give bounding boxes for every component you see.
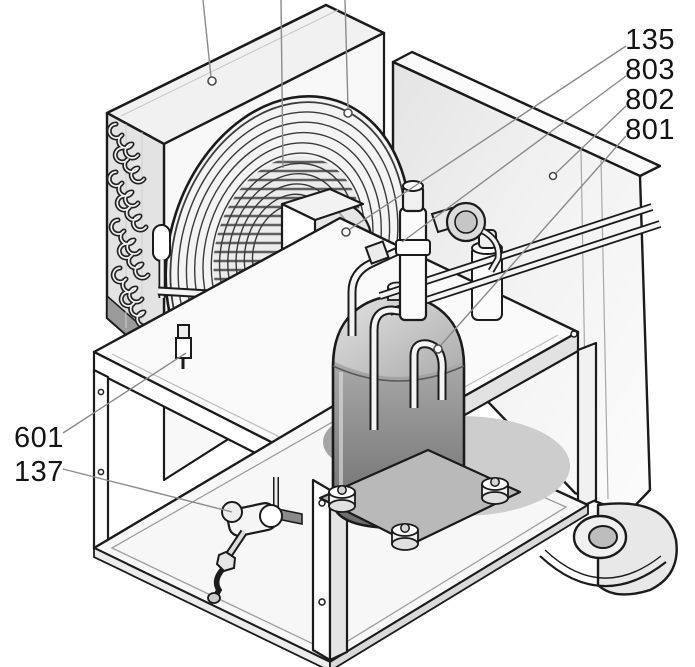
leader-line-top-1 [202, 0, 212, 78]
leader-dot-801 [433, 344, 443, 354]
leader-line-803 [401, 75, 627, 243]
compressor-foot [328, 485, 356, 513]
leader-line-top-3 [344, 0, 349, 109]
coil-fitting-capsule [152, 224, 171, 262]
leader-line-802 [555, 105, 627, 174]
leader-dot-802 [548, 171, 558, 181]
leader-line-top-2 [280, 0, 284, 169]
callout-label-802: 802 [625, 84, 675, 116]
leader-line-137 [62, 468, 233, 513]
leader-dot-panel-top [207, 76, 217, 86]
leader-dot-guard [343, 108, 353, 118]
frame-front-post [311, 478, 349, 662]
callout-label-601: 601 [14, 422, 64, 454]
deck-bolt-hole [570, 330, 578, 338]
compressor-dome [335, 298, 462, 377]
leader-dots [207, 76, 558, 354]
leader-dot-135 [341, 227, 351, 237]
frame-left-post [92, 368, 110, 558]
suction-service-valve [347, 180, 431, 336]
callout-label-135: 135 [625, 24, 675, 56]
compressor-foot [391, 523, 419, 551]
suction-loops [369, 305, 447, 430]
leader-lines [62, 0, 627, 513]
discharge-service-valve [430, 201, 502, 273]
compressor-foot [481, 477, 509, 505]
callout-label-137: 137 [14, 456, 64, 488]
muffler-housing [539, 502, 678, 596]
callouts: 135 803 802 801 601 137 [14, 0, 675, 513]
leader-line-601 [62, 352, 187, 434]
coil-return-bends [106, 121, 153, 329]
frame-right-post [576, 341, 598, 510]
liquid-line-valve [207, 477, 303, 604]
coil-access-valve [175, 324, 192, 369]
callout-label-803: 803 [625, 54, 675, 86]
compressor-base-plate [318, 448, 522, 546]
compressor [318, 281, 522, 551]
callout-label-801: 801 [625, 114, 675, 146]
leader-line-801 [440, 135, 627, 346]
leader-line-135 [349, 45, 627, 230]
